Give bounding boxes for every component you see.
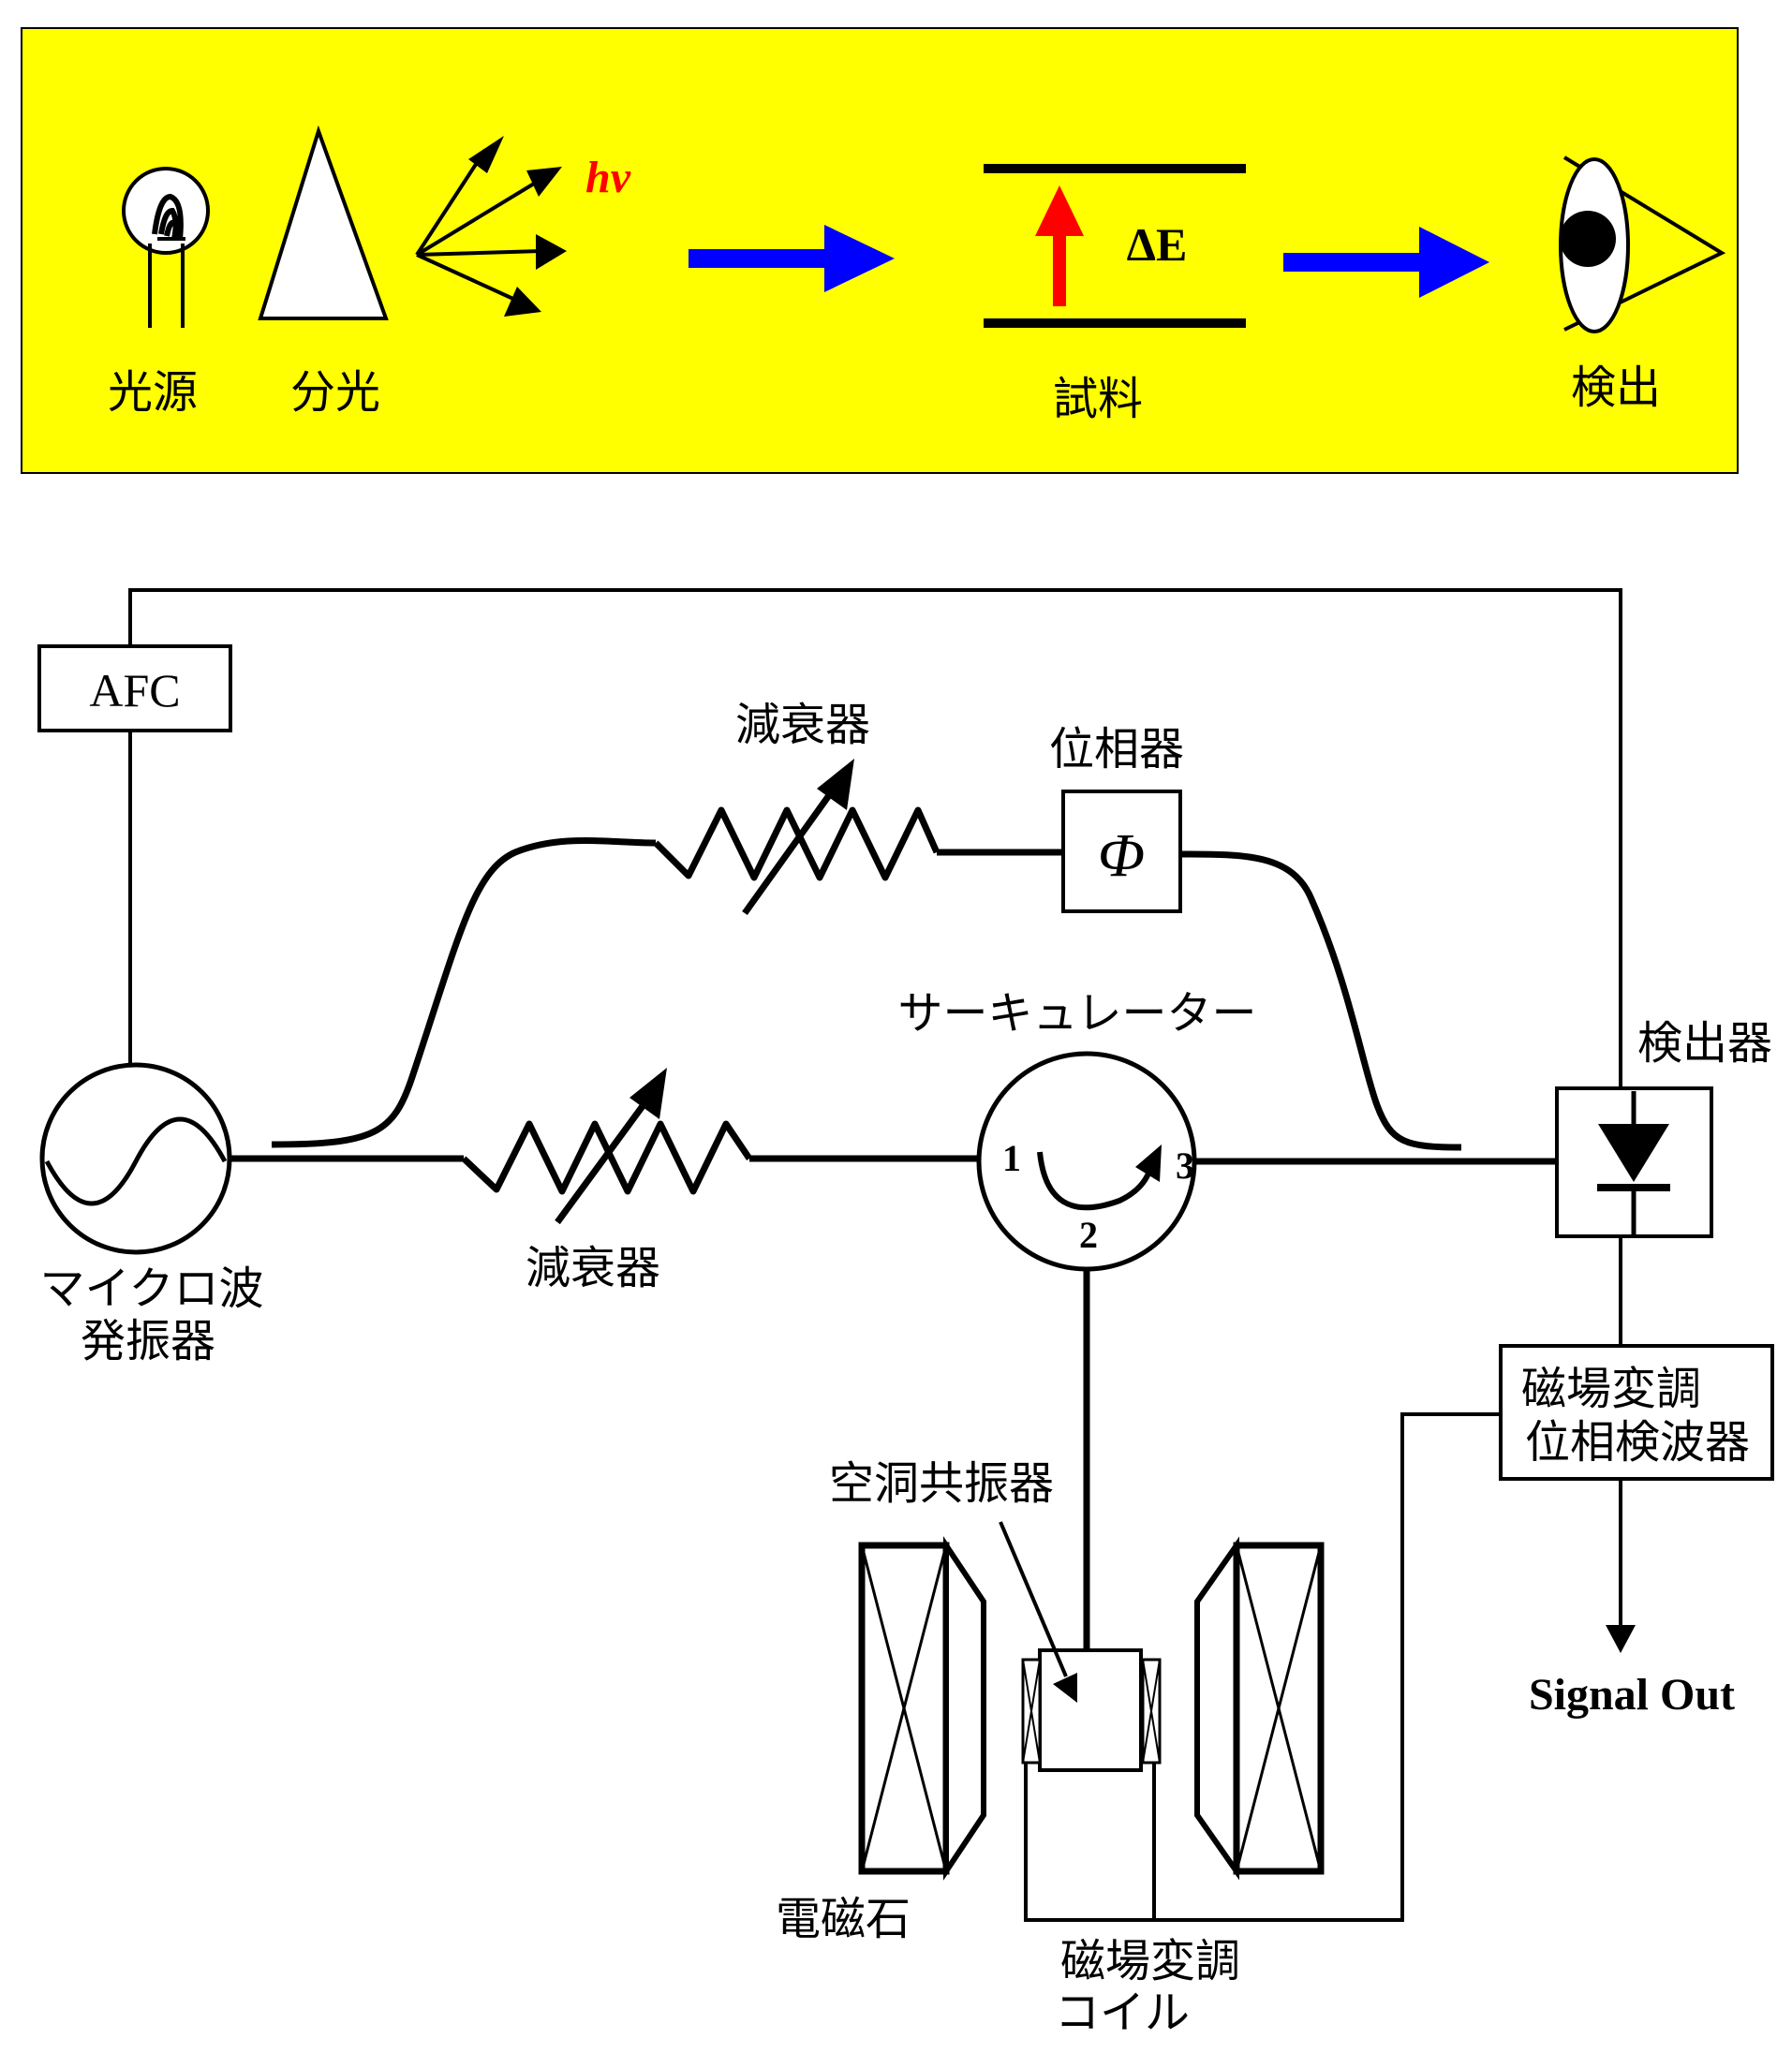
spectroscopy-panel: 光源 分光 hν ΔE 試料 (21, 27, 1739, 474)
signal-out-label: Signal Out (1529, 1670, 1735, 1720)
phase-shifter-box (1061, 790, 1182, 913)
afc-box (37, 644, 232, 732)
electromagnet-right-icon (1194, 1536, 1325, 1881)
circulator-label: サーキュレーター (897, 987, 1256, 1040)
esr-circuit: AFC マイクロ波 発振器 減衰器 減衰器 Φ 位相器 (37, 588, 1774, 2039)
dispersion-label: 分光 (290, 366, 380, 419)
cavity-box (1038, 1648, 1143, 1772)
panel-background (21, 27, 1739, 474)
modulation-coil-label-line1: 磁場変調 (1060, 1935, 1240, 1987)
prism-icon (258, 125, 389, 320)
electromagnet-left-icon (858, 1536, 986, 1881)
detection-label: 検出 (1571, 362, 1661, 414)
afc-label: AFC (89, 664, 180, 716)
energy-level-diagram (984, 164, 1246, 328)
lockin-label-line2: 位相検波器 (1525, 1416, 1750, 1469)
magnet-label: 電磁石 (776, 1893, 911, 1945)
sample-label: 試料 (1053, 373, 1143, 425)
attenuator-upper-label: 減衰器 (735, 699, 870, 751)
modulation-coil-left (1021, 1658, 1042, 1765)
oscillator-icon (39, 1062, 232, 1255)
blue-arrow-icon (689, 225, 895, 292)
cavity-pointer-arrow (999, 1521, 1077, 1703)
blue-arrow-icon (1283, 227, 1489, 298)
diode-icon (1597, 1091, 1670, 1234)
modulation-coil-label-line2: コイル (1055, 1987, 1190, 2039)
light-source-label: 光源 (108, 366, 198, 419)
attenuator-lower-label: 減衰器 (526, 1242, 660, 1294)
signal-out-arrow (1606, 1625, 1636, 1653)
detector-label: 検出器 (1637, 1017, 1772, 1070)
oscillator-label-line2: 発振器 (81, 1315, 215, 1367)
circulator-port-1: 1 (1002, 1137, 1021, 1179)
eye-icon (1559, 155, 1726, 333)
attenuator-upper-icon (653, 806, 940, 881)
lockin-box (1499, 1344, 1774, 1481)
phase-shifter-label: 位相器 (1049, 723, 1184, 775)
attenuator-lower-icon (461, 1120, 752, 1195)
lockin-label-line1: 磁場変調 (1521, 1363, 1701, 1415)
phase-symbol: Φ (1098, 821, 1145, 890)
modulation-reference-line (1154, 1412, 1501, 1922)
oscillator-label-line1: マイクロ波 (39, 1263, 263, 1315)
light-bulb-icon (122, 167, 210, 328)
photon-rays (415, 136, 567, 317)
modulation-coil-right (1141, 1658, 1162, 1765)
cavity-label: 空洞共振器 (829, 1457, 1054, 1510)
circulator-port-3: 3 (1176, 1145, 1194, 1187)
attenuator-upper-arrow (742, 759, 854, 916)
energy-gap-label: ΔE (1127, 218, 1188, 271)
photon-label: hν (585, 153, 631, 202)
afc-feedback-line (128, 588, 1622, 1088)
attenuator-lower-arrow (555, 1068, 667, 1225)
circulator-port-2: 2 (1079, 1214, 1098, 1256)
